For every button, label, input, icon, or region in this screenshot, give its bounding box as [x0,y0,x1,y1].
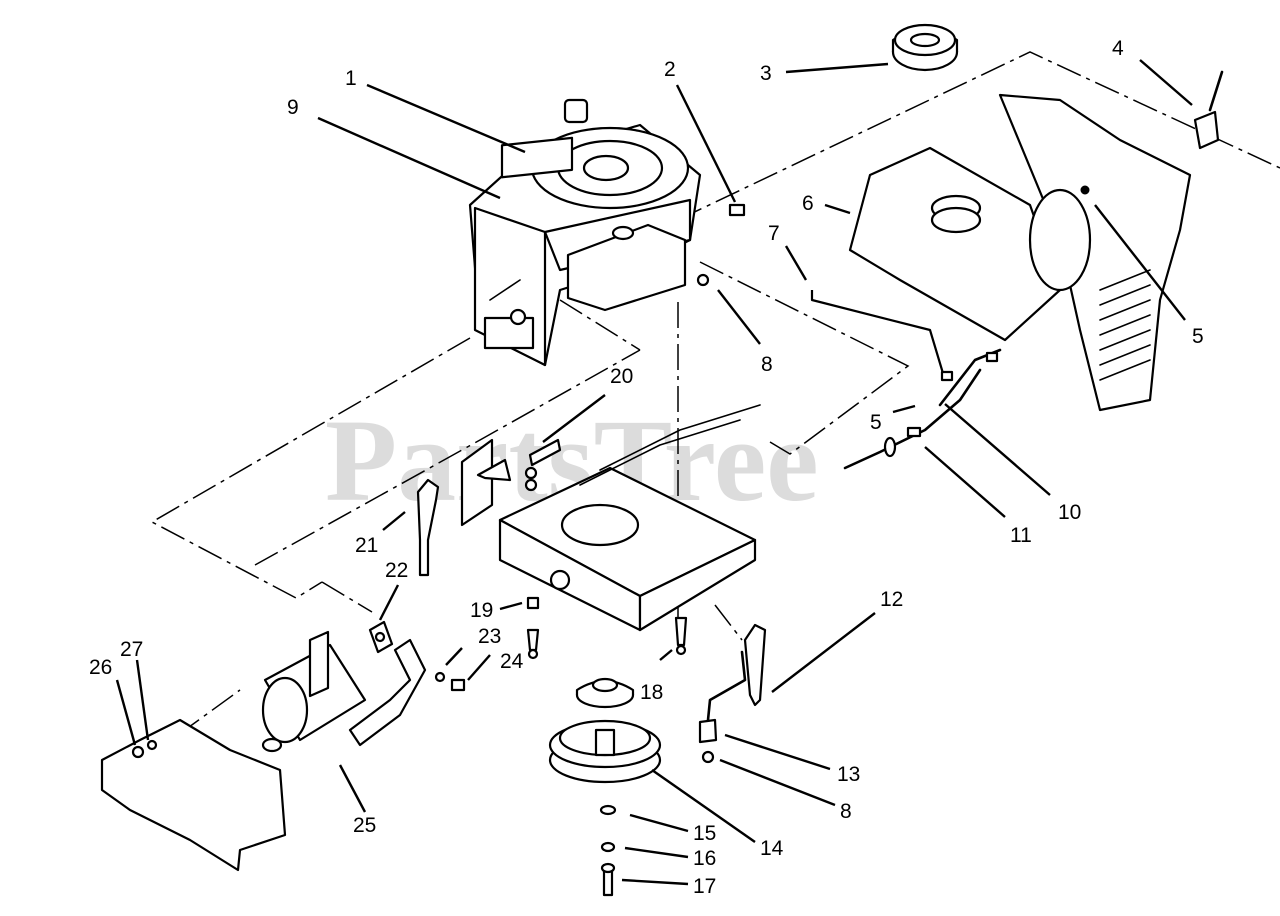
callout-2: 2 [664,58,676,81]
pulley-fasteners [599,804,617,897]
callout-9: 9 [287,96,299,119]
callout-20: 20 [610,365,633,388]
callout-13: 13 [837,763,860,786]
bracket-part-21 [416,478,440,577]
control-rod-part [698,623,767,744]
callout-23: 23 [478,625,501,648]
mounting-plate-part [498,404,761,632]
callout-5-tank: 5 [1192,325,1204,348]
bracket-part-20 [460,438,562,527]
assembly-outline [150,51,1280,736]
callout-1: 1 [345,67,357,90]
callout-21: 21 [355,534,378,557]
callout-25: 25 [353,814,376,837]
engine-part [468,98,702,367]
bolts [526,596,688,660]
callout-16: 16 [693,847,716,870]
callout-10: 10 [1058,501,1081,524]
fuel-line-parts [810,290,1002,470]
callout-14: 14 [760,837,784,860]
callout-labels: 1 2 3 4 5 5 6 7 8 8 9 10 11 12 13 14 15 … [89,37,1204,898]
small-fittings [696,203,746,764]
callout-11: 11 [1010,524,1032,547]
leader-lines [115,59,1193,886]
callout-15: 15 [693,822,716,845]
fuel-tank-part [848,70,1224,412]
callout-6: 6 [802,192,814,215]
fuel-cap-part [891,23,959,72]
callout-26: 26 [89,656,112,679]
callout-8-lower: 8 [840,800,852,823]
callout-27: 27 [120,638,143,661]
callout-7: 7 [768,222,780,245]
callout-12: 12 [880,588,903,611]
callout-19: 19 [470,599,493,622]
muffler-part [261,630,427,753]
callout-18: 18 [640,681,663,704]
gasket-parts [368,620,466,692]
heat-shield-part [100,718,287,872]
callout-24: 24 [500,650,524,673]
callout-5-line: 5 [870,411,882,434]
callout-4: 4 [1112,37,1124,60]
callout-17: 17 [693,875,716,898]
callout-22: 22 [385,559,408,582]
callout-3: 3 [760,62,772,85]
pulley-parts [548,677,662,784]
callout-8-upper: 8 [761,353,773,376]
